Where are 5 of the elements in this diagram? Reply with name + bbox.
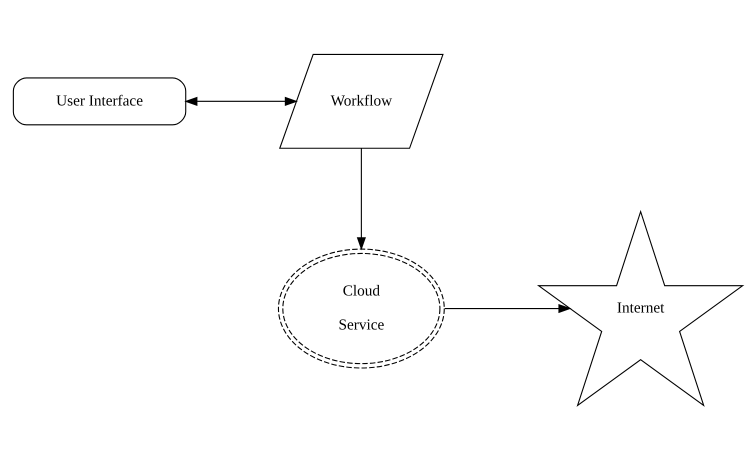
node-box: User Interface xyxy=(12,77,186,126)
arrow xyxy=(444,304,572,314)
arrow xyxy=(184,96,298,106)
arrow xyxy=(356,148,366,250)
node-ellipse: Cloud Service xyxy=(277,248,444,369)
